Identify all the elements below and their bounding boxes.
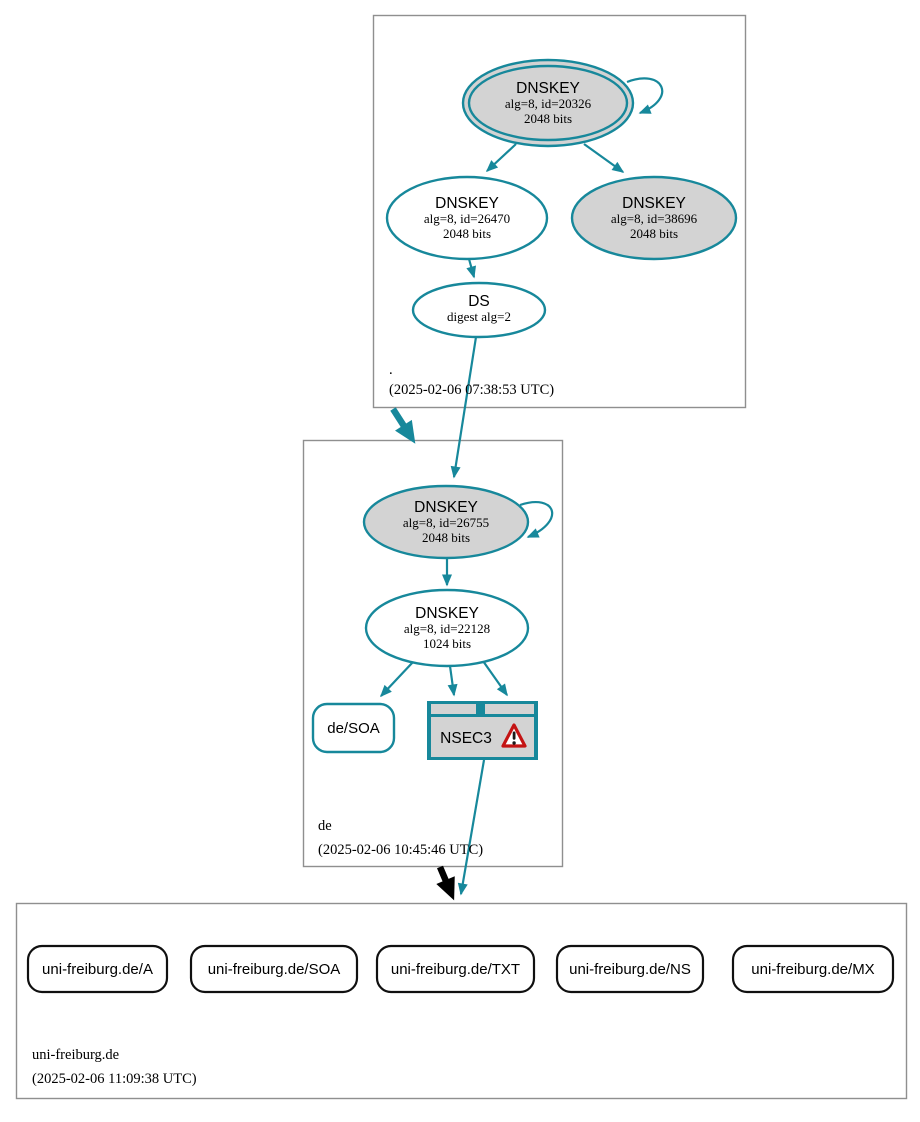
dnskey-root-zsk-ellipse bbox=[385, 175, 549, 261]
node-type-label: DNSKEY bbox=[516, 80, 580, 97]
dnskey-node-root-38696[interactable]: DNSKEY alg=8, id=38696 2048 bits bbox=[570, 175, 738, 261]
rrset-box bbox=[731, 944, 895, 994]
rrset-label: uni-freiburg.de/TXT bbox=[391, 961, 520, 978]
node-size: 2048 bits bbox=[524, 111, 572, 126]
rrset-box bbox=[26, 944, 169, 994]
zone-name-root: . bbox=[389, 362, 393, 378]
node-size: 1024 bits bbox=[423, 636, 471, 651]
node-type-label: DS bbox=[468, 293, 490, 310]
zone-timestamp-root: (2025-02-06 07:38:53 UTC) bbox=[389, 382, 554, 398]
rrset-node-de-soa[interactable]: de/SOA bbox=[311, 702, 396, 754]
rrset-node-uni-freiburg-txt[interactable]: uni-freiburg.de/TXT bbox=[375, 944, 536, 994]
node-size: 2048 bits bbox=[630, 226, 678, 241]
node-type-label: DNSKEY bbox=[414, 499, 478, 516]
de-soa-box bbox=[311, 702, 396, 754]
edge-delegation-root-to-de bbox=[390, 407, 416, 444]
edge-root-ksk-self-loop bbox=[626, 77, 664, 115]
zone-timestamp-uni-freiburg-de: (2025-02-06 11:09:38 UTC) bbox=[32, 1071, 197, 1087]
node-type-label: DNSKEY bbox=[415, 605, 479, 622]
dnskey-node-de-zsk[interactable]: DNSKEY alg=8, id=22128 1024 bits bbox=[364, 588, 530, 668]
edge-delegation-de-to-uni-freiburg bbox=[436, 865, 455, 901]
node-size: 2048 bits bbox=[422, 530, 470, 545]
nsec3-header-cell-right bbox=[485, 704, 534, 714]
node-type-label: DNSKEY bbox=[435, 195, 499, 212]
node-size: 2048 bits bbox=[443, 226, 491, 241]
rrset-box bbox=[189, 944, 359, 994]
edge-nsec3-to-uni-freiburg bbox=[457, 759, 486, 896]
rrset-node-uni-freiburg-ns[interactable]: uni-freiburg.de/NS bbox=[555, 944, 705, 994]
zone-box-root bbox=[372, 14, 747, 409]
zone-name-uni-freiburg-de: uni-freiburg.de bbox=[32, 1047, 119, 1063]
dnskey-root-ksk-outer-ellipse bbox=[461, 58, 635, 148]
edge-de-ksk-self-loop bbox=[519, 501, 554, 539]
nsec3-label: NSEC3 bbox=[440, 730, 492, 747]
ds-node-root[interactable]: DS digest alg=2 bbox=[411, 281, 547, 339]
dnskey-node-de-ksk[interactable]: DNSKEY alg=8, id=26755 2048 bits bbox=[362, 484, 530, 560]
edge-root-ksk-to-dnskey38696 bbox=[583, 143, 625, 173]
rrset-label: uni-freiburg.de/MX bbox=[751, 961, 874, 978]
nsec3-header-cell-left bbox=[431, 704, 476, 714]
rrset-node-uni-freiburg-soa[interactable]: uni-freiburg.de/SOA bbox=[189, 944, 359, 994]
edge-de-zsk-to-soa bbox=[379, 661, 414, 698]
node-params: alg=8, id=20326 bbox=[505, 96, 592, 111]
rrset-box bbox=[555, 944, 705, 994]
edge-root-zsk-to-ds bbox=[466, 258, 477, 279]
zone-timestamp-de: (2025-02-06 10:45:46 UTC) bbox=[318, 842, 483, 858]
edge-root-ksk-to-zsk bbox=[485, 143, 517, 173]
zone-box-de bbox=[302, 439, 564, 868]
zone-box-uni-freiburg-de bbox=[15, 902, 908, 1100]
node-type-label: DNSKEY bbox=[622, 195, 686, 212]
rrset-label: de/SOA bbox=[327, 720, 380, 737]
rrset-label: uni-freiburg.de/NS bbox=[569, 961, 691, 978]
node-params: alg=8, id=26755 bbox=[403, 515, 489, 530]
dnskey-node-root-zsk[interactable]: DNSKEY alg=8, id=26470 2048 bits bbox=[385, 175, 549, 261]
dnskey-node-root-ksk[interactable]: DNSKEY alg=8, id=20326 2048 bits bbox=[461, 58, 635, 148]
node-params: alg=8, id=26470 bbox=[424, 211, 510, 226]
warning-triangle-icon bbox=[501, 723, 527, 748]
nsec3-node-de[interactable]: NSEC3 bbox=[427, 701, 538, 760]
zone-name-de: de bbox=[318, 818, 332, 834]
rrset-node-uni-freiburg-a[interactable]: uni-freiburg.de/A bbox=[26, 944, 169, 994]
rrset-node-uni-freiburg-mx[interactable]: uni-freiburg.de/MX bbox=[731, 944, 895, 994]
dnskey-de-ksk-ellipse bbox=[362, 484, 530, 560]
dnskey-root-ksk-inner-ellipse bbox=[467, 64, 629, 142]
node-params: alg=8, id=22128 bbox=[404, 621, 490, 636]
node-params: alg=8, id=38696 bbox=[611, 211, 698, 226]
node-params: digest alg=2 bbox=[447, 309, 511, 324]
rrset-label: uni-freiburg.de/SOA bbox=[208, 961, 341, 978]
dnskey-root-38696-ellipse bbox=[570, 175, 738, 261]
rrset-label: uni-freiburg.de/A bbox=[42, 961, 153, 978]
edge-de-zsk-to-nsec3-left bbox=[447, 665, 458, 697]
dnskey-de-zsk-ellipse bbox=[364, 588, 530, 668]
edge-root-ds-to-de-ksk bbox=[450, 336, 478, 479]
edge-de-zsk-to-nsec3-right bbox=[482, 660, 508, 697]
rrset-box bbox=[375, 944, 536, 994]
ds-ellipse bbox=[411, 281, 547, 339]
